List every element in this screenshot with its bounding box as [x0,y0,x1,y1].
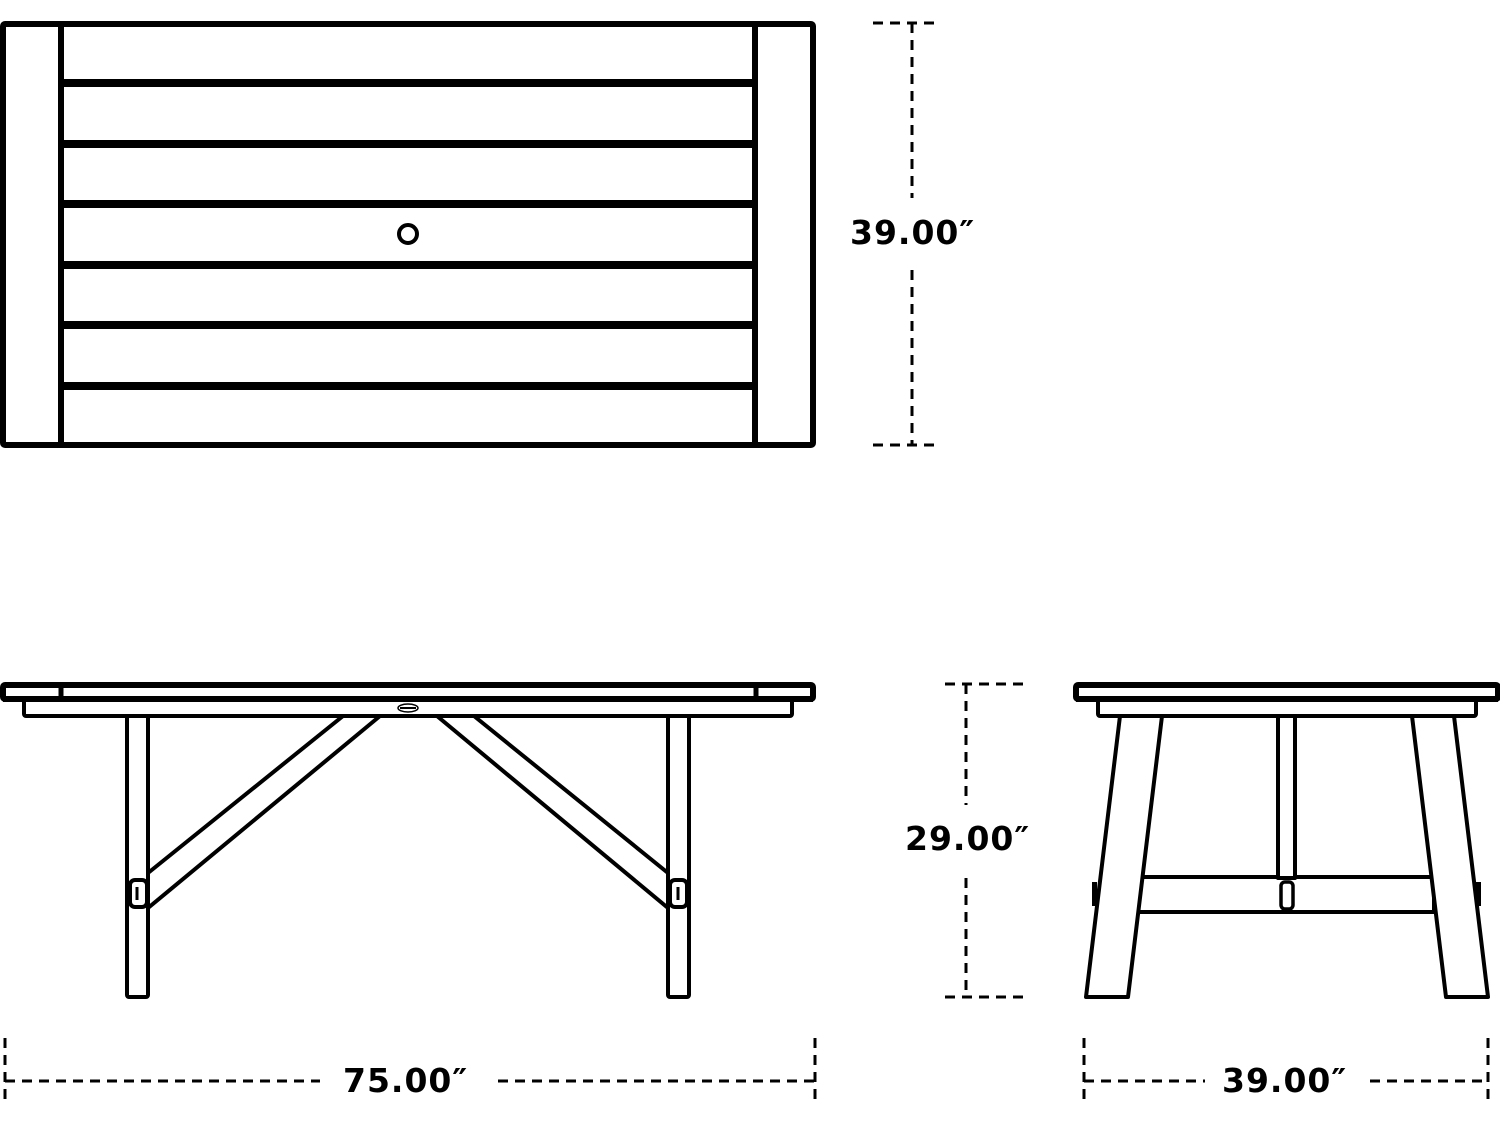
height-dimension-line [945,682,1025,999]
front-left-leg [125,714,150,999]
length-dimension-line [3,1038,817,1102]
top-depth-dimension-label: 39.00″ [850,213,976,252]
center-post [1276,714,1297,880]
end-left-leg [1084,714,1164,999]
front-view [0,682,816,999]
end-right-leg [1410,714,1490,999]
top-depth-dimension-line [873,21,937,447]
end-width-dimension-label: 39.00″ [1222,1061,1348,1100]
slat-separators [61,79,755,390]
end-width-dimension-line [1082,1038,1490,1102]
top-view [0,21,816,448]
umbrella-hole-icon [397,223,419,245]
front-right-leg [666,714,691,999]
height-dimension-label: 29.00″ [905,819,1031,858]
length-dimension-label: 75.00″ [343,1061,469,1100]
right-diagonal-brace [435,714,670,910]
end-view [1073,682,1500,999]
bolt-icon [1279,880,1295,911]
end-apron [1096,698,1478,718]
left-diagonal-brace [146,714,382,910]
